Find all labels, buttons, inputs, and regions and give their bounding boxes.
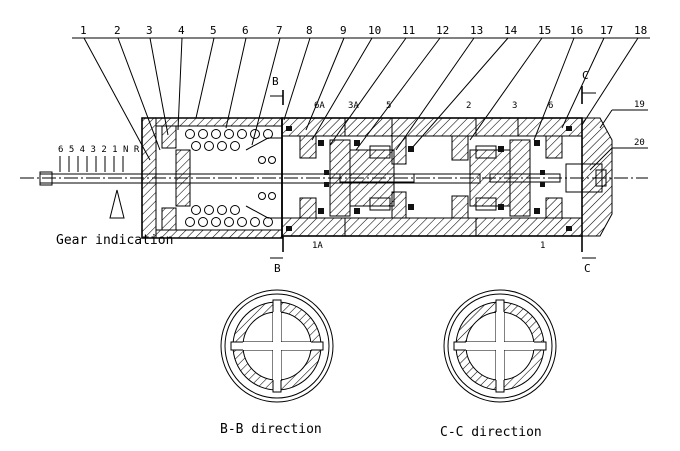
cc-direction-caption: C-C direction <box>440 425 542 440</box>
spring-housing <box>141 117 283 239</box>
svg-text:C: C <box>584 262 591 275</box>
part-number: 8 <box>306 24 313 37</box>
cylinder-body <box>281 117 583 237</box>
part-number: 1 <box>80 24 87 37</box>
part-number: 3 <box>146 24 153 37</box>
chamber-label: 1A <box>312 241 323 251</box>
part-number: 6 <box>242 24 249 37</box>
chamber-label: 1 <box>540 241 545 251</box>
part-number: 9 <box>340 24 347 37</box>
chamber-labels: 6A 3A 5 2 3 6 1A 1 <box>312 101 553 251</box>
part-number-19: 19 <box>634 100 645 110</box>
chamber-label: 2 <box>466 101 471 111</box>
part-number: 17 <box>600 24 613 37</box>
part-number: 7 <box>276 24 283 37</box>
part-number: 10 <box>368 24 381 37</box>
inner-rod-right <box>489 173 561 183</box>
part-number: 11 <box>402 24 415 37</box>
svg-text:C: C <box>582 69 589 82</box>
svg-text:B: B <box>272 75 279 88</box>
gear-pointer-icon <box>109 189 125 219</box>
gear-scale-ticks <box>59 156 124 172</box>
part-number-20: 20 <box>634 138 645 148</box>
bb-direction-caption: B-B direction <box>220 422 322 437</box>
gear-scale: 6 5 4 3 2 1 N R <box>58 145 140 155</box>
end-cap <box>565 117 613 237</box>
chamber-label: 5 <box>386 101 391 111</box>
part-number-labels: 1 2 3 4 5 6 7 8 9 10 11 12 13 14 15 16 1… <box>80 24 647 37</box>
inner-rod <box>339 173 415 183</box>
part-number: 18 <box>634 24 647 37</box>
part-number: 16 <box>570 24 583 37</box>
part-number: 15 <box>538 24 551 37</box>
svg-text:B: B <box>274 262 281 275</box>
part-number: 5 <box>210 24 217 37</box>
chamber-label: 6 <box>548 101 553 111</box>
bb-direction-view <box>220 289 334 403</box>
cc-direction-view <box>443 289 557 403</box>
part-number: 12 <box>436 24 449 37</box>
chamber-label: 3 <box>512 101 517 111</box>
shaft-tip <box>39 171 53 186</box>
spring-coils <box>185 129 276 227</box>
part-number: 14 <box>504 24 518 37</box>
part-number: 4 <box>178 24 185 37</box>
section-marker-c: C C <box>581 69 596 275</box>
chamber-label: 6A <box>314 101 325 111</box>
chamber-label: 3A <box>348 101 359 111</box>
part-number: 2 <box>114 24 121 37</box>
seals <box>286 126 572 231</box>
section-marker-b: B B <box>270 75 284 275</box>
part-number: 13 <box>470 24 483 37</box>
